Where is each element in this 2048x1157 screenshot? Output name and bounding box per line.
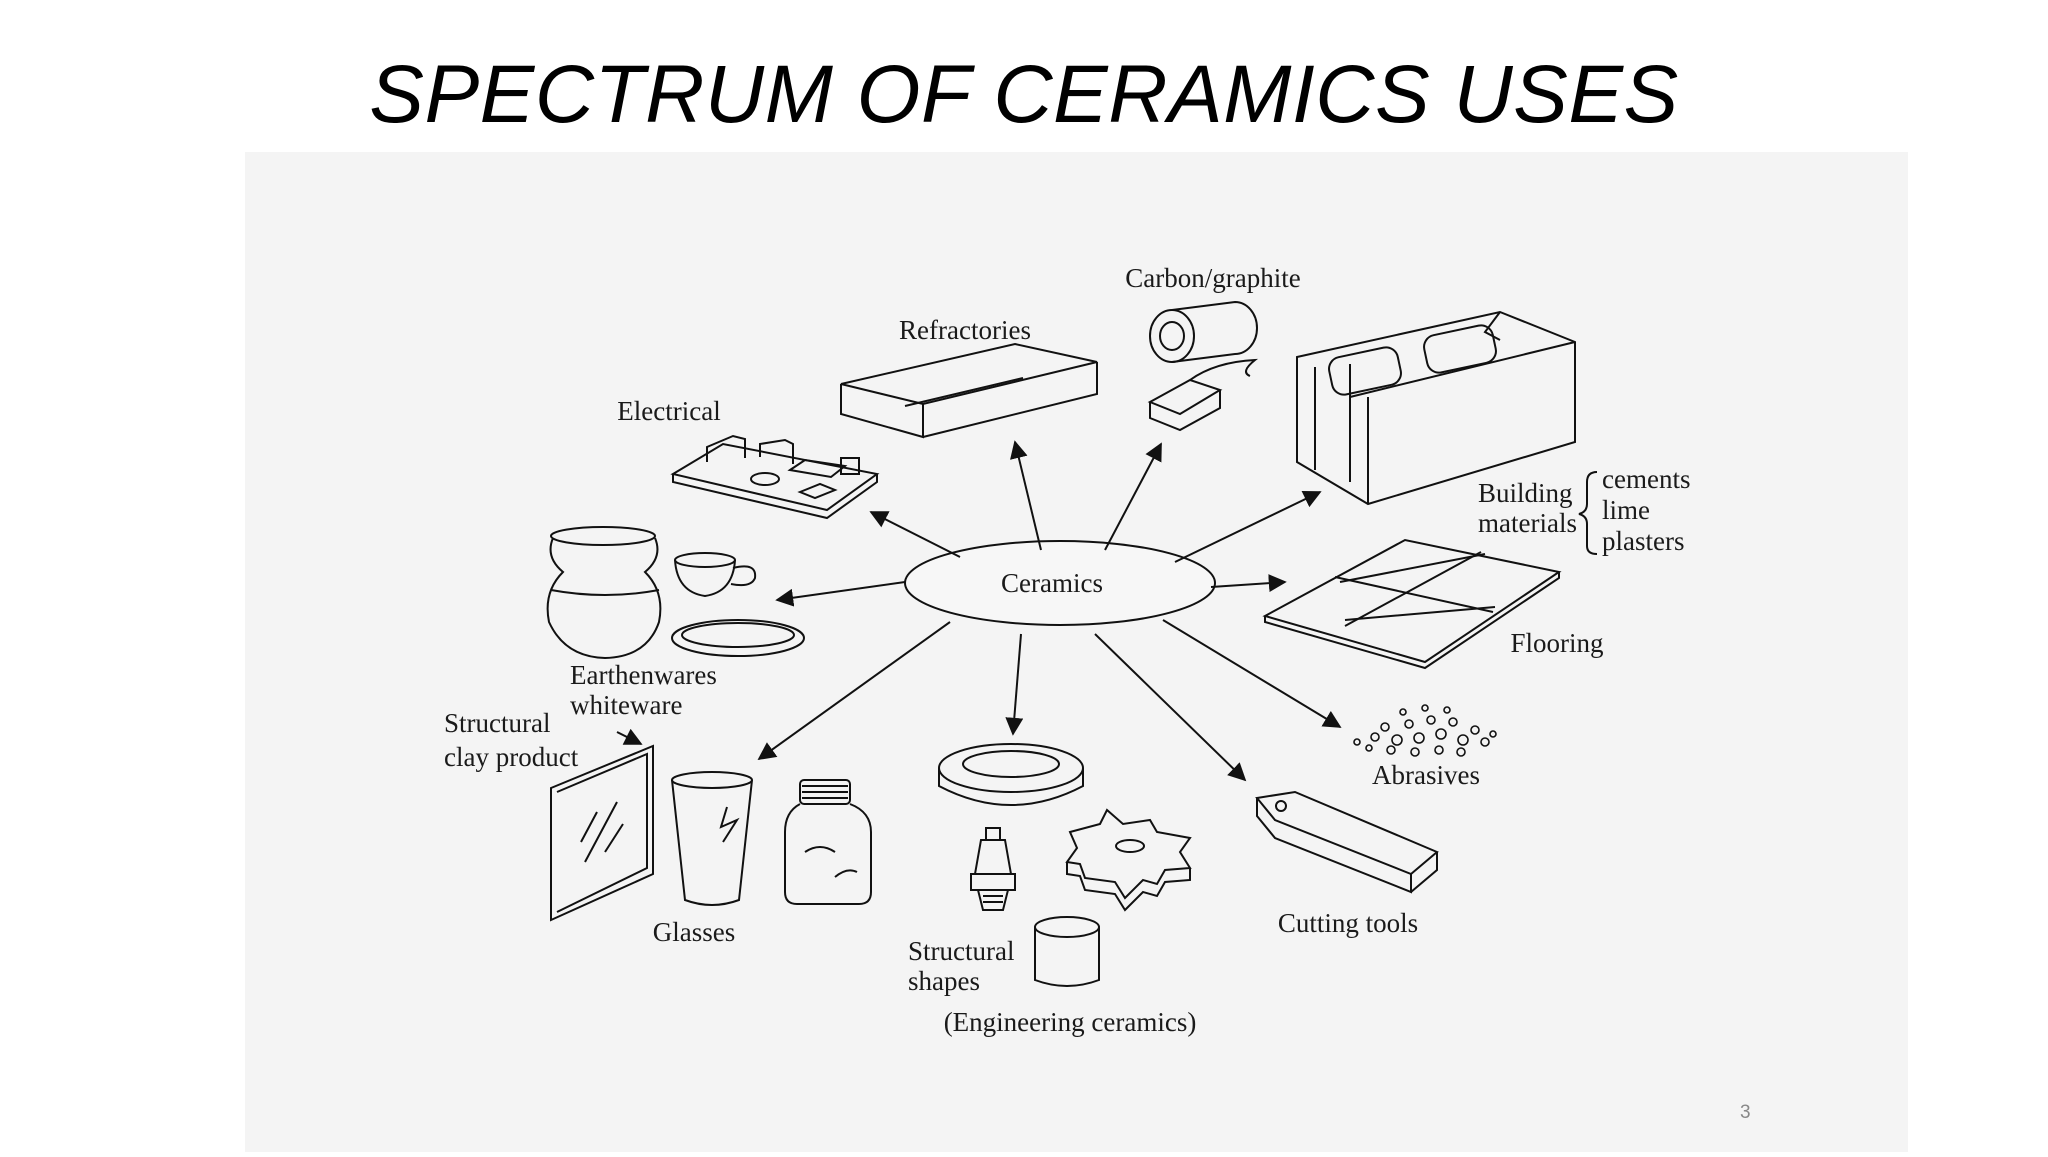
label-building: Building bbox=[1478, 478, 1573, 508]
label-earthenwares: Earthenwares bbox=[570, 660, 717, 690]
label-cements: cements bbox=[1602, 464, 1690, 494]
arrow-flooring bbox=[1210, 574, 1287, 593]
glass-pane-drawing bbox=[550, 744, 654, 922]
refractories-brick-drawing bbox=[840, 342, 1098, 439]
arrow-carbon bbox=[1104, 442, 1162, 551]
arrow-building bbox=[1174, 490, 1322, 563]
engineering-ring-drawing bbox=[938, 743, 1084, 806]
arrow-abrasives bbox=[1162, 619, 1342, 728]
label-structural-clay-1: Structural bbox=[444, 708, 550, 738]
label-engineering-ceramics: (Engineering ceramics) bbox=[944, 1007, 1197, 1037]
arrow-structural-clay bbox=[616, 728, 643, 745]
label-flooring: Flooring bbox=[1510, 628, 1603, 658]
building-block-drawing bbox=[1296, 310, 1576, 506]
arrow-structural-shapes bbox=[1005, 633, 1024, 736]
engineering-cylinder-drawing bbox=[1034, 916, 1100, 987]
label-structural-shapes-2: shapes bbox=[908, 966, 980, 996]
electrical-board-drawing bbox=[670, 434, 880, 520]
cutting-tool-drawing bbox=[1255, 790, 1439, 894]
ceramics-diagram-figure: Ceramics Carbon/graphite Refractories El… bbox=[245, 152, 1908, 1152]
arrow-electrical bbox=[869, 511, 961, 558]
carbon-graphite-drawing bbox=[1147, 300, 1259, 432]
arrow-glasses bbox=[757, 621, 951, 761]
label-materials: materials bbox=[1478, 508, 1577, 538]
earthenware-cup-drawing bbox=[674, 552, 757, 598]
glass-jar-drawing bbox=[784, 779, 872, 905]
arrow-refractories bbox=[1010, 440, 1042, 551]
arrow-cutting bbox=[1094, 633, 1247, 782]
engineering-nozzle-drawing bbox=[970, 827, 1016, 911]
earthenware-plate-drawing bbox=[671, 619, 805, 657]
earthenware-pot-drawing bbox=[546, 526, 662, 660]
slide-title: SPECTRUM OF CERAMICS USES bbox=[369, 49, 1679, 140]
abrasive-grains-drawing bbox=[1353, 704, 1497, 757]
drinking-glass-drawing bbox=[671, 771, 753, 906]
label-carbon-graphite: Carbon/graphite bbox=[1125, 263, 1300, 293]
building-materials-brace bbox=[1578, 471, 1598, 555]
label-structural-shapes-1: Structural bbox=[908, 936, 1014, 966]
page-number: 3 bbox=[1740, 1102, 1751, 1123]
label-structural-clay-2: clay product bbox=[444, 742, 579, 772]
label-glasses: Glasses bbox=[653, 917, 736, 947]
label-lime: lime bbox=[1602, 495, 1650, 525]
label-cutting-tools: Cutting tools bbox=[1278, 908, 1418, 938]
label-ceramics-center: Ceramics bbox=[1001, 568, 1103, 598]
label-whiteware: whiteware bbox=[570, 690, 682, 720]
ceramics-diagram: Ceramics Carbon/graphite Refractories El… bbox=[444, 263, 1690, 1037]
label-abrasives: Abrasives bbox=[1372, 760, 1480, 790]
flooring-tiles-drawing bbox=[1262, 538, 1562, 670]
label-refractories: Refractories bbox=[899, 315, 1031, 345]
engineering-gear-drawing bbox=[1065, 808, 1192, 912]
label-electrical: Electrical bbox=[617, 396, 720, 426]
label-plasters: plasters bbox=[1602, 526, 1684, 556]
arrow-earthenware bbox=[775, 581, 906, 607]
